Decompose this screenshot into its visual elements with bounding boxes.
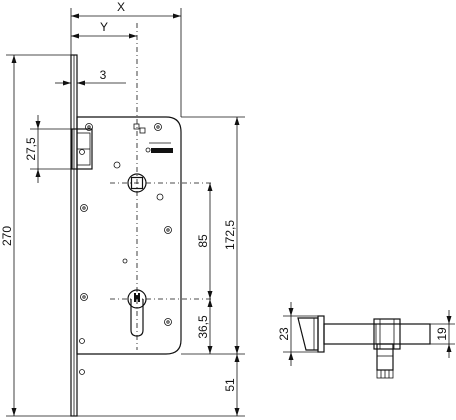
side-view	[297, 315, 431, 379]
lock-case	[76, 116, 182, 375]
dimension-latch-height: 27,5	[24, 115, 72, 183]
dimension-side-total-label: 23	[277, 327, 291, 341]
dimension-key-to-case-bottom-label: 36,5	[196, 315, 210, 339]
dimension-overall-height-label: 270	[0, 226, 14, 246]
dimension-overall-height: 270	[0, 54, 71, 417]
centerlines	[110, 23, 212, 350]
dimension-x-label: X	[117, 0, 125, 14]
dimension-y-label: Y	[100, 20, 108, 34]
dimension-case-height-label: 172,5	[223, 220, 237, 250]
dimension-strike-offset-label: 3	[100, 68, 107, 82]
dimension-case-bottom-to-end: 51	[77, 354, 245, 417]
dimension-case-height: 172,5	[181, 116, 245, 355]
dimension-x: X	[70, 0, 182, 117]
dimension-side-total: 23	[277, 302, 318, 366]
dimension-spindle-to-key-label: 85	[196, 234, 210, 248]
dimension-latch-height-label: 27,5	[24, 137, 38, 161]
dimension-strike-offset: 3	[55, 55, 126, 88]
dimension-side-bolt: 19	[430, 310, 455, 358]
dimension-side-bolt-label: 19	[435, 327, 449, 341]
dimension-key-to-case-bottom: 36,5	[196, 299, 213, 354]
dimension-case-bottom-to-end-label: 51	[223, 378, 237, 392]
latch-bolt	[71, 128, 93, 170]
dimension-spindle-to-key: 85	[196, 183, 213, 299]
dimension-y: Y	[71, 20, 137, 39]
front-plate	[70, 54, 78, 417]
